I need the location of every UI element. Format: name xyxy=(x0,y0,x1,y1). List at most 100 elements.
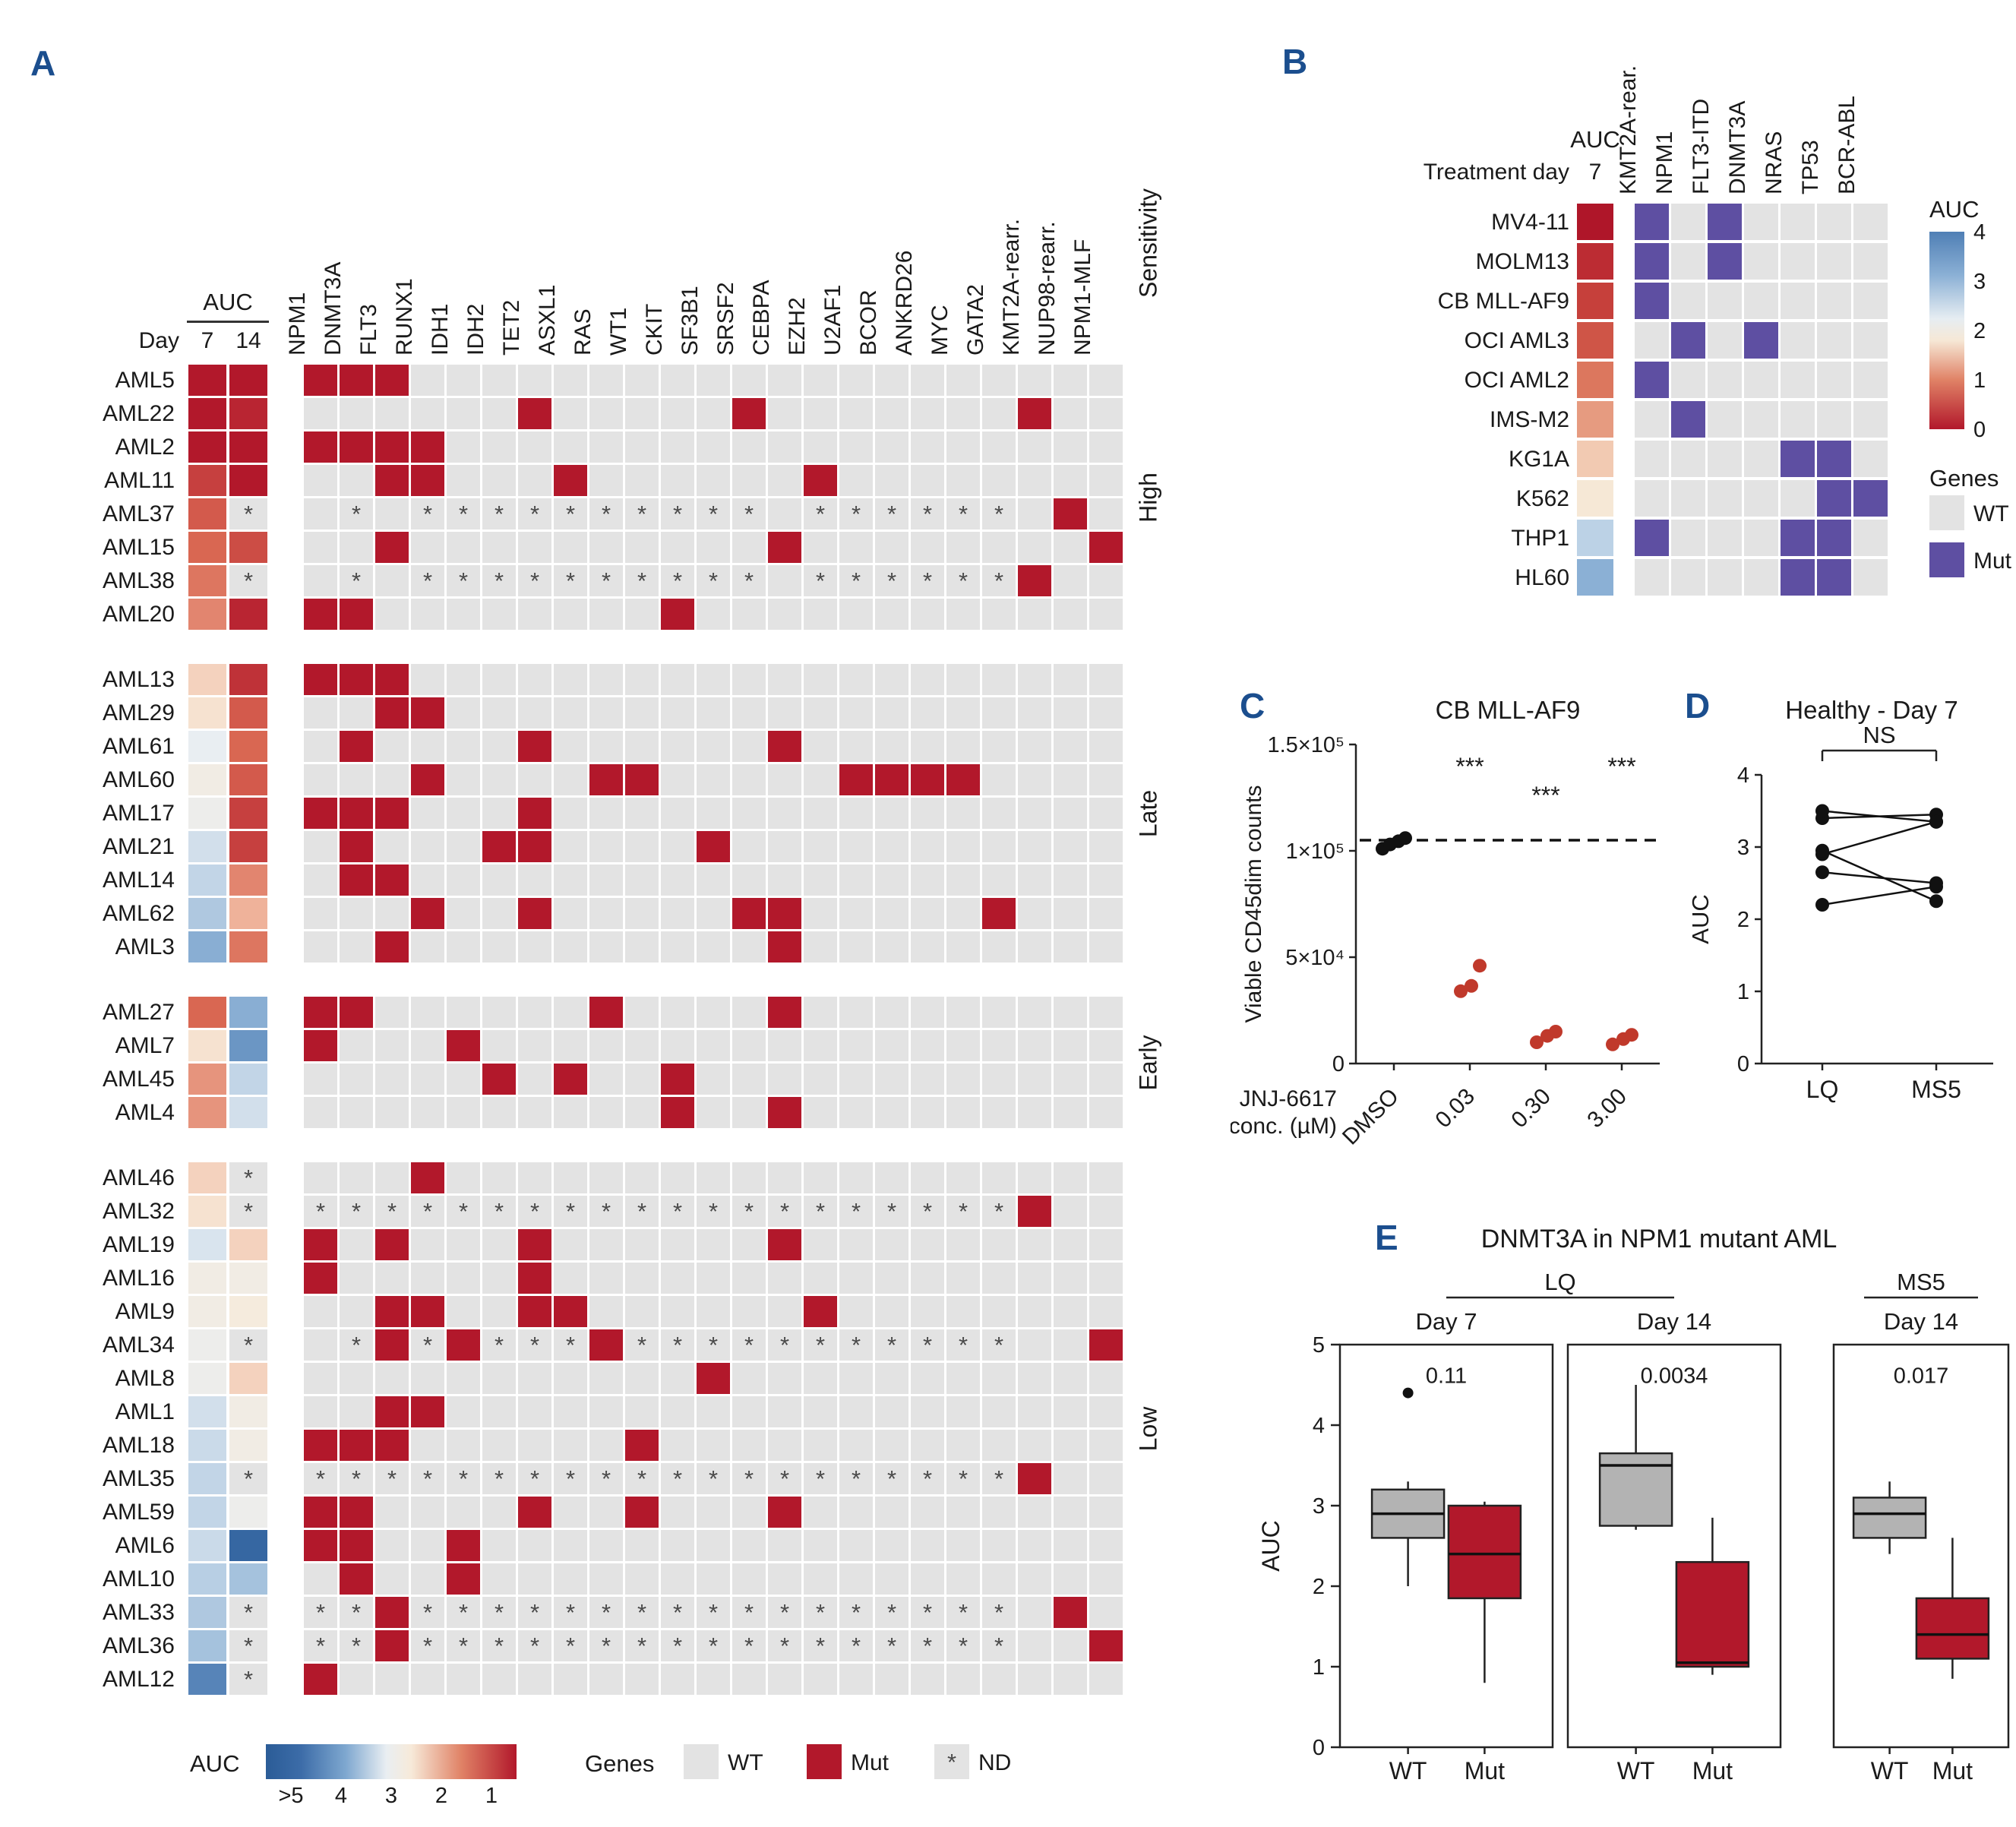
nd-asterisk: * xyxy=(708,501,719,527)
gene-cell-wt xyxy=(982,431,1016,463)
gene-cell-nd: * xyxy=(697,1630,730,1661)
gene-cell-nd: * xyxy=(447,498,480,529)
gene-cell-wt xyxy=(697,865,730,896)
gene-cell-mut xyxy=(768,898,801,929)
panel-b-label: B xyxy=(1282,42,1308,81)
data-point xyxy=(1815,898,1829,912)
gene-cell-wt xyxy=(946,831,980,862)
gene-cell-wt xyxy=(589,1363,623,1394)
sample-row-label: AML2 xyxy=(115,435,175,460)
data-point xyxy=(1549,1025,1563,1038)
auc-day7-cell xyxy=(188,1563,226,1595)
gene-cell-wt xyxy=(946,731,980,762)
gene-cell-wt xyxy=(482,731,516,762)
auc-day14-cell xyxy=(229,1497,267,1528)
nd-asterisk: * xyxy=(422,1599,433,1626)
chart-title: DNMT3A in NPM1 mutant AML xyxy=(1481,1225,1837,1253)
nd-asterisk: * xyxy=(458,1599,469,1626)
gene-cell-wt xyxy=(1054,764,1087,795)
gene-cell-mut xyxy=(340,365,373,396)
gene-cell-nd: * xyxy=(447,565,480,596)
gene-cell-wt xyxy=(518,431,551,463)
gene-cell-wt xyxy=(1018,1030,1051,1061)
gene-cell-wt xyxy=(875,1497,908,1528)
gene-cell-nd: * xyxy=(875,1597,908,1628)
gene-cell-wt xyxy=(697,1664,730,1695)
gene-cell-wt xyxy=(768,398,801,429)
panel-c-label: C xyxy=(1240,686,1266,725)
sample-row-label: AML4 xyxy=(115,1100,175,1125)
gene-cell-wt xyxy=(554,1430,587,1461)
gene-cell-wt xyxy=(625,1064,659,1095)
gene-cell-nd: * xyxy=(946,1196,980,1227)
cellline-gene-cell-wt xyxy=(1708,520,1742,556)
gene-cell-wt xyxy=(911,865,944,896)
gene-cell-wt xyxy=(1054,831,1087,862)
auc-day14-cell xyxy=(229,1263,267,1294)
legend-auc-label: AUC xyxy=(1929,196,1980,223)
nd-asterisk: * xyxy=(637,1599,647,1626)
gene-cell-wt xyxy=(732,1430,766,1461)
panel-border xyxy=(1566,1343,1782,1749)
gene-cell-wt xyxy=(375,398,409,429)
gene-cell-wt xyxy=(589,1229,623,1260)
gene-cell-wt xyxy=(911,1497,944,1528)
gene-cell-wt xyxy=(554,997,587,1028)
gene-cell-wt xyxy=(946,697,980,729)
gene-cell-wt xyxy=(1018,365,1051,396)
gene-cell-nd: * xyxy=(589,1196,623,1227)
y-tick-label: 1.5×10⁵ xyxy=(1267,733,1345,757)
pair-line xyxy=(1822,849,1937,902)
gene-cell-wt xyxy=(375,1363,409,1394)
nd-asterisk: * xyxy=(315,1198,326,1225)
cellline-gene-cell-mut xyxy=(1781,520,1815,556)
auc-day14-cell xyxy=(229,398,267,429)
gene-cell-wt xyxy=(1018,1530,1051,1561)
legend-genes-label: Genes xyxy=(1929,465,1999,492)
gene-cell-nd: * xyxy=(804,565,837,596)
nd-asterisk: * xyxy=(529,1198,540,1225)
gene-cell-wt xyxy=(982,532,1016,563)
gene-cell-wt xyxy=(375,1030,409,1061)
data-point xyxy=(1929,814,1943,829)
gene-cell-mut xyxy=(340,798,373,829)
legend-wt-swatch xyxy=(684,1744,719,1779)
gene-cell-wt xyxy=(411,1497,444,1528)
gene-cell-nd: * xyxy=(911,565,944,596)
gene-cell-wt xyxy=(1054,1497,1087,1528)
sensitivity-group-label: High xyxy=(1134,472,1162,523)
gene-cell-wt xyxy=(875,1530,908,1561)
cellline-gene-cell-mut xyxy=(1817,480,1851,517)
gene-cell-wt xyxy=(875,1664,908,1695)
gene-cell-wt xyxy=(1018,1229,1051,1260)
gene-cell-wt xyxy=(375,1664,409,1695)
gene-cell-wt xyxy=(589,365,623,396)
gene-cell-wt xyxy=(1054,1396,1087,1427)
gene-cell-wt xyxy=(1018,1497,1051,1528)
gene-cell-wt xyxy=(911,532,944,563)
gene-cell-mut xyxy=(340,831,373,862)
gene-cell-mut xyxy=(411,1296,444,1327)
gene-cell-mut xyxy=(375,865,409,896)
cellline-gene-cell-mut xyxy=(1817,559,1851,596)
gene-cell-wt xyxy=(768,1530,801,1561)
gene-cell-nd: * xyxy=(768,1630,801,1661)
gene-cell-mut xyxy=(447,1329,480,1361)
gene-cell-wt xyxy=(946,431,980,463)
cellline-gene-cell-wt xyxy=(1744,362,1778,398)
gene-cell-wt xyxy=(875,1563,908,1595)
gene-cell-nd: * xyxy=(982,1630,1016,1661)
cellline-row-label: OCI AML3 xyxy=(1464,328,1569,353)
cellline-gene-cell-mut xyxy=(1635,283,1669,319)
auc-colorbar-tick: 1 xyxy=(1973,368,1986,393)
gene-cell-wt xyxy=(661,1430,694,1461)
gene-cell-wt xyxy=(946,1430,980,1461)
gene-cell-wt xyxy=(732,997,766,1028)
gene-cell-wt xyxy=(1054,1030,1087,1061)
gene-cell-mut xyxy=(1089,532,1123,563)
legend-mut-swatch xyxy=(1929,542,1964,577)
gene-cell-wt xyxy=(482,431,516,463)
gene-cell-wt xyxy=(732,697,766,729)
sample-row-label: AML34 xyxy=(102,1332,175,1358)
gene-cell-mut xyxy=(411,898,444,929)
